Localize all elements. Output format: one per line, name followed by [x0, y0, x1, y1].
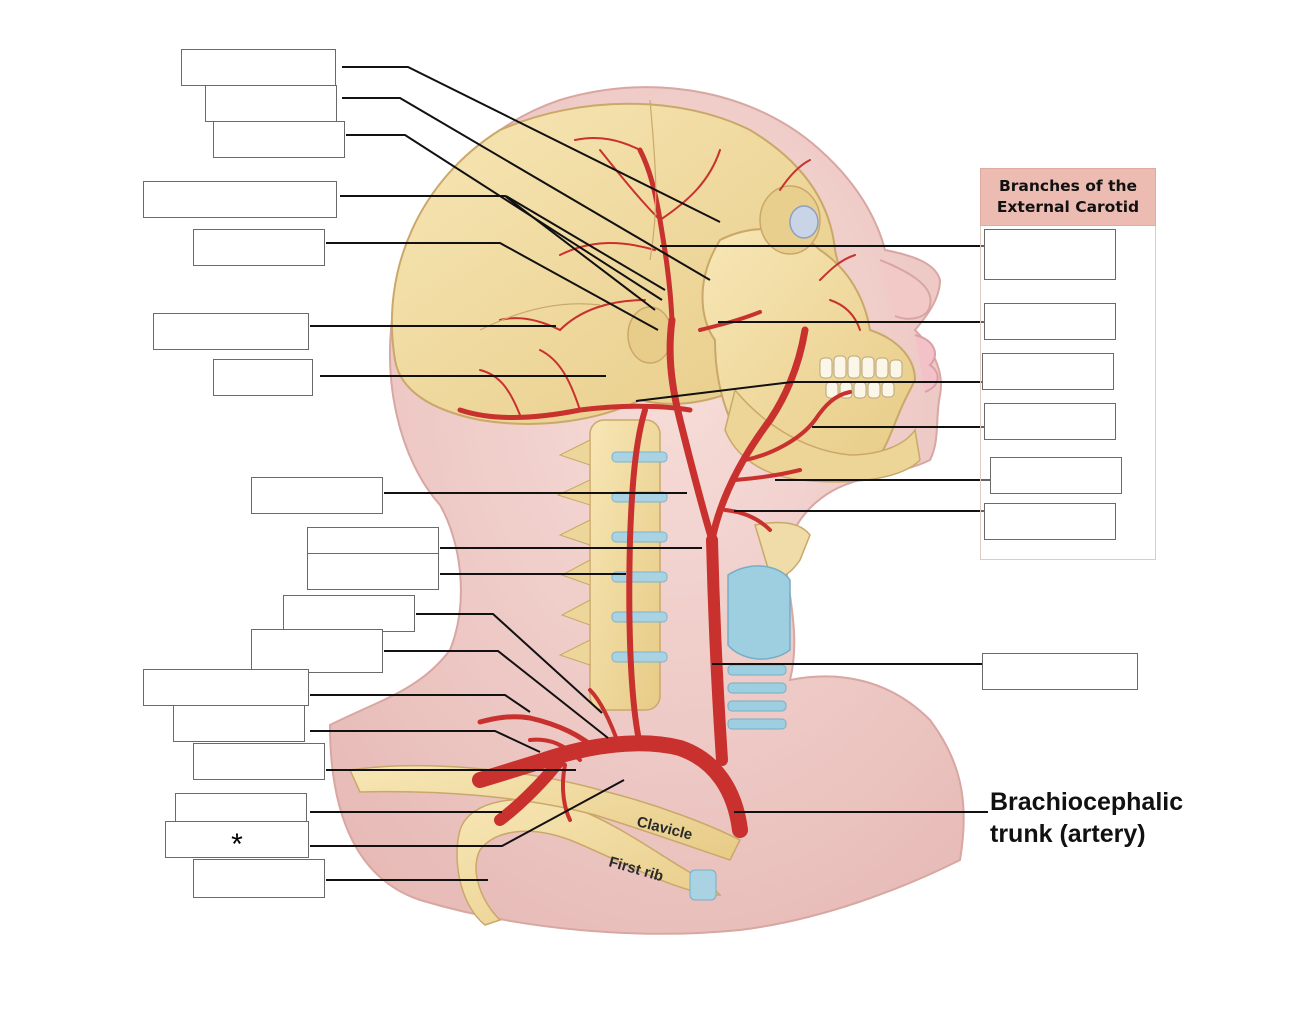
eye [789, 205, 819, 239]
label-box-1[interactable] [181, 49, 336, 86]
ext-carotid-box-2[interactable] [984, 303, 1116, 340]
label-box-15[interactable] [193, 743, 325, 780]
leader-lines [310, 66, 990, 881]
teeth [819, 355, 903, 399]
asterisk-mark: * [231, 827, 243, 861]
legend-header: Branches of the External Carotid [980, 168, 1156, 226]
ext-carotid-box-4[interactable] [984, 403, 1116, 440]
label-box-2[interactable] [205, 85, 337, 122]
label-box-14[interactable] [173, 705, 305, 742]
larynx-trachea [727, 521, 811, 730]
label-box-10[interactable] [307, 553, 439, 590]
label-box-12[interactable] [251, 629, 383, 673]
label-box-18[interactable] [193, 859, 325, 898]
label-box-11[interactable] [283, 595, 415, 632]
sternal-cartilage [689, 869, 717, 901]
label-box-17[interactable]: * [165, 821, 309, 861]
label-box-4[interactable] [143, 181, 337, 218]
skull-sutures [479, 99, 657, 331]
label-box-13[interactable] [143, 669, 309, 706]
mandible [724, 388, 921, 483]
label-box-3[interactable] [213, 121, 345, 158]
mastoid [627, 306, 673, 364]
label-box-6[interactable] [153, 313, 309, 350]
legend-title: Branches of the External Carotid [996, 177, 1140, 216]
label-box-8[interactable] [251, 477, 383, 514]
ext-carotid-box-3[interactable] [982, 353, 1114, 390]
common-carotid-box[interactable] [982, 653, 1138, 690]
label-box-5[interactable] [193, 229, 325, 266]
brachiocephalic-label: Brachiocephalic trunk (artery) [990, 788, 1184, 848]
ext-carotid-box-1[interactable] [984, 229, 1116, 280]
lips [914, 334, 939, 393]
nose [879, 259, 932, 320]
label-box-7[interactable] [213, 359, 313, 396]
ext-carotid-box-5[interactable] [990, 457, 1122, 494]
label-box-16[interactable] [175, 793, 307, 823]
ext-carotid-box-6[interactable] [984, 503, 1116, 540]
